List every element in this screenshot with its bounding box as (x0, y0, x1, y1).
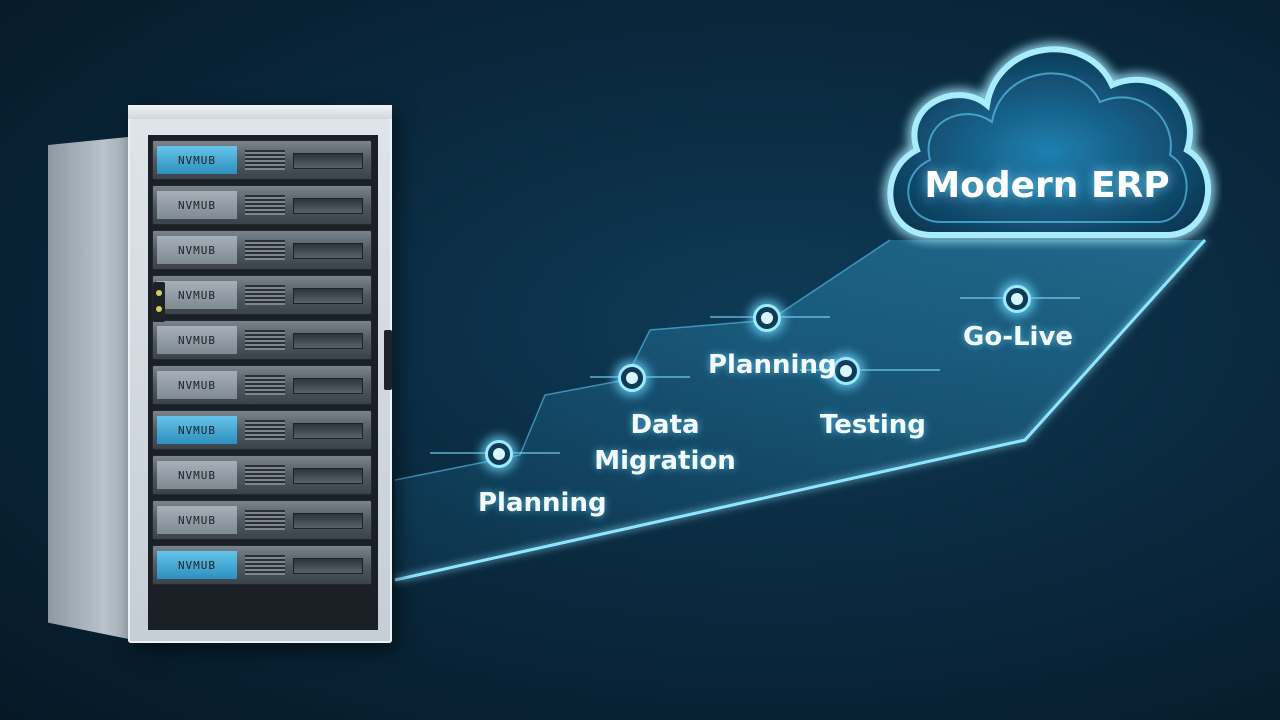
server-unit-drive-slot (293, 558, 363, 574)
server-unit-drive-slot (293, 153, 363, 169)
cloud: Modern ERP (872, 10, 1222, 250)
server-unit-label: NVMUB (157, 371, 237, 399)
milestone-node-planning-2 (753, 304, 781, 332)
server-unit-label: NVMUB (157, 191, 237, 219)
milestone-node-planning-1 (485, 440, 513, 468)
server-unit-drive-slot (293, 198, 363, 214)
server-unit-vent (245, 510, 285, 530)
server-unit: NVMUB (152, 185, 372, 225)
server-unit-drive-slot (293, 243, 363, 259)
server-unit-label: NVMUB (157, 281, 237, 309)
cloud-icon (887, 46, 1211, 238)
ramp-surface (395, 240, 1205, 580)
milestone-node-testing (832, 357, 860, 385)
server-unit-label: NVMUB (157, 551, 237, 579)
server-unit-vent (245, 150, 285, 170)
server-unit: NVMUB (152, 545, 372, 585)
milestone-label-go-live: Go-Live (963, 322, 1074, 352)
server-unit: NVMUB (152, 320, 372, 360)
server-unit: NVMUB (152, 500, 372, 540)
server-unit: NVMUB (152, 365, 372, 405)
server-unit-drive-slot (293, 288, 363, 304)
server-unit-drive-slot (293, 378, 363, 394)
server-unit-vent (245, 375, 285, 395)
server-unit-label: NVMUB (157, 236, 237, 264)
server-unit-drive-slot (293, 333, 363, 349)
milestone-label-data: Data (630, 410, 700, 440)
server-unit-label: NVMUB (157, 506, 237, 534)
server-unit-drive-slot (293, 423, 363, 439)
server-unit-drive-slot (293, 513, 363, 529)
ramp-edge-bottom (394, 238, 1207, 582)
server-unit-vent (245, 285, 285, 305)
server-unit-vent (245, 465, 285, 485)
milestone-label-testing: Testing (820, 410, 926, 440)
milestone-label-planning-2: Planning (708, 350, 837, 380)
server-unit: NVMUB (152, 140, 372, 180)
server-unit-vent (245, 555, 285, 575)
rack-lock-icon (153, 282, 165, 322)
server-unit-vent (245, 240, 285, 260)
server-unit: NVMUB (152, 410, 372, 450)
server-unit-label: NVMUB (157, 146, 237, 174)
rack-door-handle (384, 330, 392, 390)
server-unit-vent (245, 330, 285, 350)
server-unit: NVMUB (152, 455, 372, 495)
server-unit-vent (245, 420, 285, 440)
rack-top-panel (128, 105, 392, 119)
server-unit-vent (245, 195, 285, 215)
server-rack: NVMUB NVMUB NVMUB NVMUB NVMUB NVMUB NVMUB NVMUB… (48, 105, 392, 643)
server-unit-label: NVMUB (157, 416, 237, 444)
server-unit-drive-slot (293, 468, 363, 484)
server-unit: NVMUB (152, 230, 372, 270)
milestone-label-migration: Migration (594, 446, 736, 476)
server-unit-label: NVMUB (157, 326, 237, 354)
milestone-node-data-migration (618, 364, 646, 392)
cloud-title: Modern ERP (924, 165, 1170, 206)
server-unit-label: NVMUB (157, 461, 237, 489)
server-unit: NVMUB (152, 275, 372, 315)
milestone-node-go-live (1003, 285, 1031, 313)
milestone-label-planning-1: Planning (478, 488, 607, 518)
